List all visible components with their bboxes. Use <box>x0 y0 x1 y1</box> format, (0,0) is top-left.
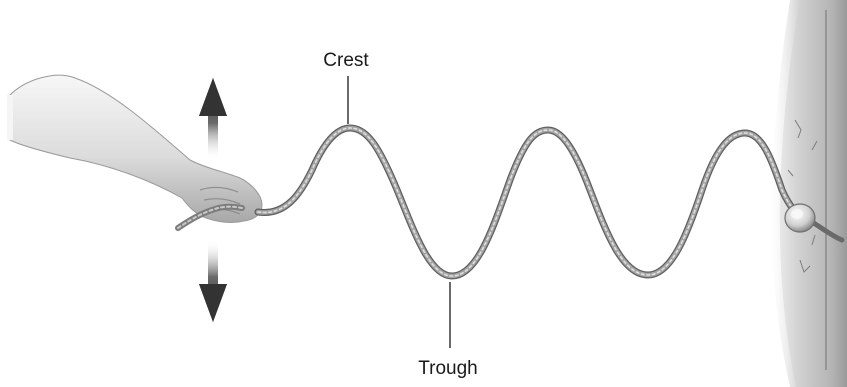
arrow-up-icon <box>199 78 227 160</box>
hand-icon <box>10 75 262 222</box>
arrow-down-icon <box>199 240 227 322</box>
hook-icon <box>785 204 815 232</box>
trough-callout: Trough <box>418 282 478 379</box>
crest-callout: Crest <box>323 50 369 124</box>
rope <box>258 128 842 276</box>
trough-label: Trough <box>418 358 478 379</box>
crest-label: Crest <box>323 50 369 71</box>
